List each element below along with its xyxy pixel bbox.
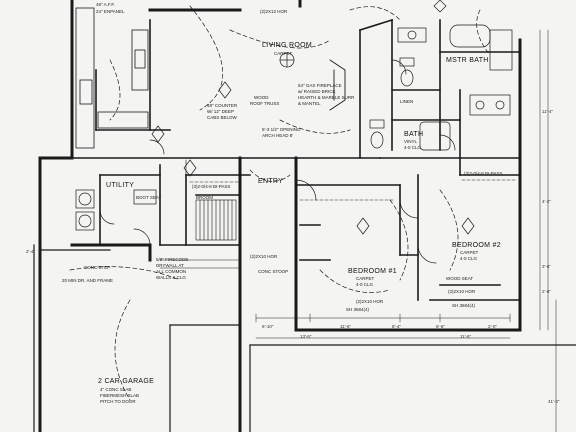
dimension-label: 11'-4": [542, 109, 554, 114]
interior-walls: [71, 18, 521, 301]
note-header-bed1: (2)2X10 HOR: [356, 299, 384, 304]
note-counter-3: CABS BELOW: [207, 115, 237, 120]
note-bed1-carpet: CARPET: [356, 276, 375, 281]
dimension-label: 6'-10": [262, 324, 274, 329]
note-clg: 4-0 CLG.: [404, 145, 423, 150]
note-firecode-1: 5/8" FIRECODE: [156, 257, 189, 262]
kitchen-counters: [75, 7, 149, 149]
note-vinyl: VINYL: [404, 139, 418, 144]
note-right-bipass: (3)2-0/4-8 BI-PASS: [464, 171, 503, 176]
note-bed1-clg: 4-0 CLG: [356, 282, 374, 287]
note-opening-sh: SH 3684(4): [346, 307, 370, 312]
note-enpanel: 24" ENPANEL: [96, 9, 125, 14]
room-label-bedroom-2: BEDROOM #2: [452, 242, 501, 249]
dimension-label: 4'-2": [542, 199, 551, 204]
dimension-label: 3'-6": [542, 264, 551, 269]
note-firecode-3: ALL COMMON: [156, 269, 187, 274]
note-firecode-2: DRYWALL AT: [156, 263, 184, 268]
note-counter-2: W/ 12" DEEP: [207, 109, 234, 114]
note-wood-seat: WOOD SEAT: [446, 276, 474, 281]
note-garage-2: FIBERMESH SLAB: [100, 393, 140, 398]
note-conc-step: CONC STEP: [84, 265, 111, 270]
note-bed2-carpet: CARPET: [460, 250, 479, 255]
note-garage-3: PITCH TO DOOR: [100, 399, 136, 404]
note-opening-1: 5'-3 1/2" OPENING: [262, 127, 301, 132]
dimension-label: 13'-6": [300, 334, 312, 339]
note-door-frame: 20 MIN DR. AND FRAME: [62, 278, 114, 283]
note-aff: 48" A.F.F.: [96, 2, 115, 7]
note-header-top: (2)2X12 HOR: [260, 9, 288, 14]
room-label-entry: ENTRY: [258, 178, 284, 185]
dimension-lines: [39, 29, 557, 432]
garage-walls: [33, 244, 576, 432]
note-header-mid: (2)2X10 HOR: [250, 254, 278, 259]
room-label-utility: UTILITY: [106, 182, 135, 189]
dimension-label: 11'-6": [340, 324, 352, 329]
note-wood-2: ROOF TRUSS: [250, 101, 280, 106]
note-fireplace-4: & MANTEL: [298, 101, 321, 106]
room-label-bath: BATH: [404, 131, 424, 138]
note-counter-1: 48" COUNTER: [207, 103, 238, 108]
room-label-bedroom-1: BEDROOM #1: [348, 268, 397, 275]
note-garage-1: 4" CONC SLAB: [100, 387, 132, 392]
bath-fixtures: [369, 24, 513, 151]
dimension-label: 6'-6": [436, 324, 445, 329]
note-linen: LINEN: [400, 99, 414, 104]
utility-appliances: [75, 189, 157, 231]
dimension-label: 2'-6": [542, 289, 551, 294]
dimension-label: 41'-3": [548, 399, 560, 404]
note-header-bed2: (2)2X10 HOR: [448, 289, 476, 294]
note-living-carpet: CARPET: [274, 51, 293, 56]
note-fireplace-3: HEARTH & MARBLE SURR: [298, 95, 355, 100]
note-sh-right: SH 3684(4): [452, 303, 476, 308]
note-conc-stoop: CONC STOOP: [258, 269, 289, 274]
note-entry-bipass: (3)2-0/4-8 BI-PASS: [192, 184, 231, 189]
note-broom: BROOM: [196, 195, 214, 200]
fixture-symbols: [151, 0, 475, 235]
door-swings: [99, 59, 456, 264]
dimension-label: 11'-6": [460, 334, 472, 339]
note-boot-seat: BOOT SEAT: [136, 195, 162, 200]
note-fireplace-1: 54" GAS FIREPLACE: [298, 83, 342, 88]
note-bed2-clg: 4-0 CLG: [460, 256, 478, 261]
room-label-mstr-bath: MSTR BATH: [446, 57, 489, 64]
dimension-label: 2'-4": [26, 249, 35, 254]
note-firecode-4: WALLS & CLG: [156, 275, 186, 280]
note-fireplace-2: w/ RAISED BRICK: [298, 89, 336, 94]
fireplace: [329, 59, 346, 111]
dimension-label: 2'-0": [488, 324, 497, 329]
stairs: [159, 159, 241, 269]
note-wood-1: WOOD: [254, 95, 269, 100]
room-label-living-room: LIVING ROOM: [262, 42, 312, 49]
note-opening-2: ARCH HEAD 8': [262, 133, 294, 138]
dimension-label: 8'-4": [392, 324, 401, 329]
electrical-arcs: [69, 5, 491, 401]
room-label-garage: 2 CAR GARAGE: [98, 378, 155, 385]
